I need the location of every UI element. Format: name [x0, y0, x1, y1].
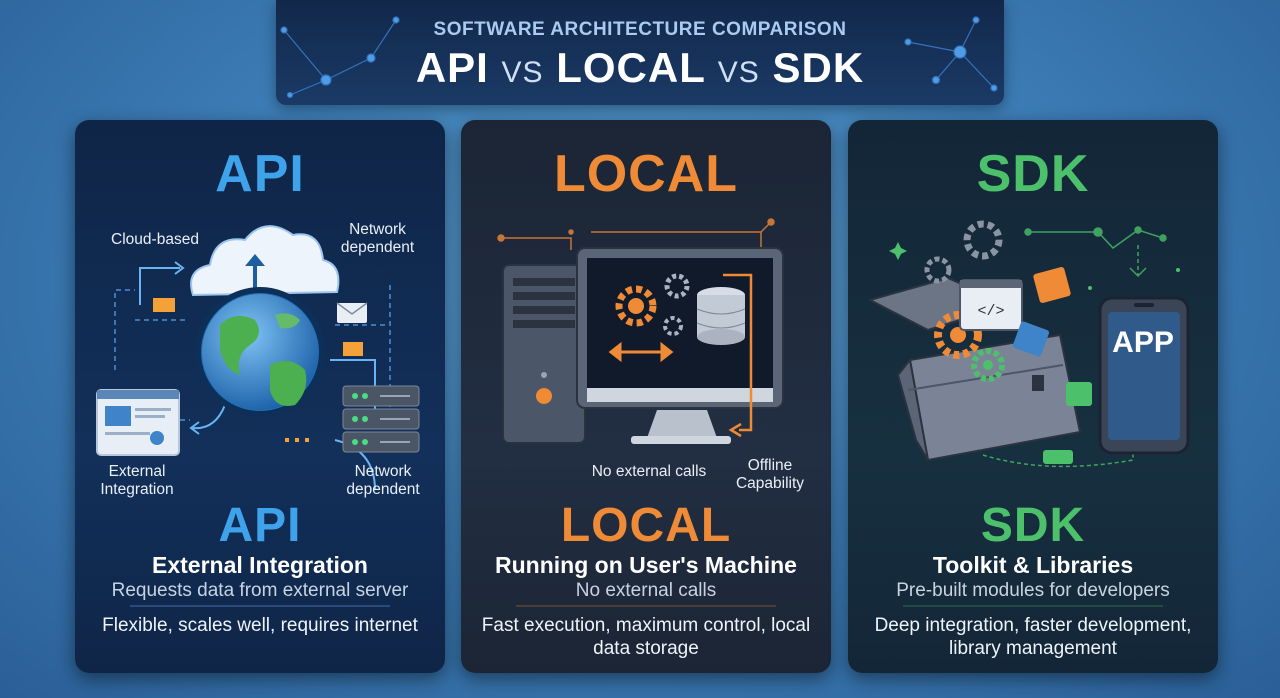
server-rack-icon — [342, 385, 420, 453]
browser-window-icon — [96, 389, 180, 456]
globe-icon — [195, 287, 325, 417]
label-network-dependent-bottom: Network dependent — [346, 463, 420, 498]
label-no-external-calls: No external calls — [591, 463, 707, 480]
database-icon — [696, 287, 746, 345]
local-description: No external calls — [575, 580, 717, 601]
code-icon: </> — [959, 279, 1023, 331]
phone-icon — [1098, 296, 1190, 455]
label-cloud-based: Cloud-based — [111, 231, 199, 248]
title-vs-2: VS — [717, 56, 760, 89]
title-sdk: SDK — [772, 44, 865, 91]
api-title-top: API — [215, 145, 305, 203]
desktop-tower-icon — [502, 264, 586, 444]
gear-icon — [924, 220, 1005, 382]
local-title-top: LOCAL — [553, 145, 739, 203]
sdk-features: Deep integration, faster development, li… — [874, 615, 1192, 659]
api-illustration — [96, 225, 420, 607]
label-offline-capability: Offline Capability — [735, 457, 805, 492]
api-description: Requests data from external server — [111, 580, 409, 601]
sdk-heading: Toolkit & Libraries — [932, 552, 1134, 578]
header-title: API VS LOCAL VS SDK — [276, 44, 1004, 92]
network-decoration-icon — [280, 16, 998, 99]
app-label: APP — [1112, 326, 1174, 359]
local-panel: LOCAL No external calls Offline Capabili… — [461, 120, 831, 673]
envelope-icon — [336, 302, 368, 323]
sdk-illustration: </> — [867, 220, 1190, 607]
local-features: Fast execution, maximum control, local d… — [481, 615, 811, 659]
local-heading: Running on User's Machine — [495, 552, 797, 578]
sdk-title-top: SDK — [976, 145, 1090, 203]
api-features: Flexible, scales well, requires internet — [102, 615, 418, 636]
svg-text:</>: </> — [977, 303, 1004, 320]
header-banner: SOFTWARE ARCHITECTURE COMPARISON API VS … — [276, 0, 1004, 105]
gear-icon — [615, 273, 690, 336]
api-panel: API Cloud-based Network dependent Extern… — [75, 120, 445, 673]
title-api: API — [415, 44, 489, 91]
local-illustration — [497, 218, 784, 607]
api-heading: External Integration — [152, 552, 368, 578]
sdk-panel: </> SDK APP SDK Toolkit & Libraries Pre-… — [848, 120, 1218, 673]
title-local: LOCAL — [556, 44, 706, 91]
label-external-integration: External Integration — [100, 463, 174, 498]
sdk-description: Pre-built modules for developers — [896, 580, 1170, 601]
title-vs-1: VS — [501, 56, 544, 89]
cloud-icon — [190, 225, 340, 297]
label-network-dependent-top: Network dependent — [340, 221, 415, 256]
header-subtitle: SOFTWARE ARCHITECTURE COMPARISON — [433, 19, 847, 40]
sdk-title-bottom: SDK — [980, 499, 1086, 552]
api-title-bottom: API — [218, 499, 302, 552]
local-title-bottom: LOCAL — [560, 499, 732, 552]
